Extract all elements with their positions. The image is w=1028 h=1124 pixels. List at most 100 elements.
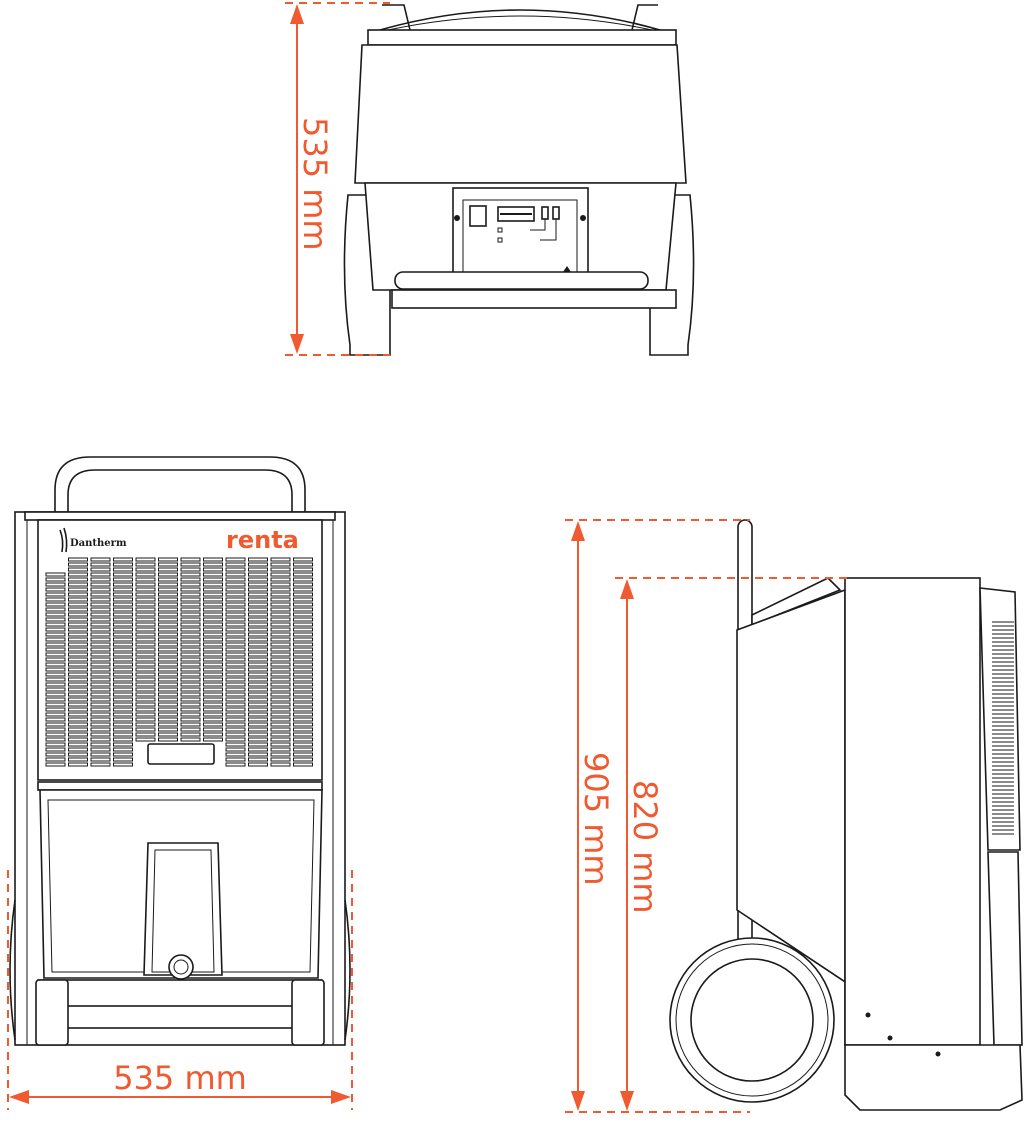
grille-slat (45, 617, 66, 622)
grille-slat (113, 577, 133, 582)
grille-slat (203, 607, 223, 612)
grille-slat (293, 557, 313, 562)
grille-slat (293, 587, 313, 592)
top-lid (354, 44, 687, 184)
grille-slat (248, 602, 268, 607)
grille-slat (68, 557, 88, 562)
grille-slat (90, 582, 111, 587)
grille-slat (90, 752, 111, 757)
grille-slat (270, 567, 291, 572)
grille-slat (158, 612, 178, 617)
grille-slat (248, 652, 268, 657)
grille-slat (225, 672, 246, 677)
grille-slat (68, 612, 88, 617)
grille-slat (248, 632, 268, 637)
grille-slat (113, 657, 133, 662)
grille-slat (270, 667, 291, 672)
grille-slat (248, 627, 268, 632)
grille-slat (203, 617, 223, 622)
grille-slat (158, 572, 178, 577)
grille-slat (225, 742, 246, 747)
grille-slat (270, 592, 291, 597)
grille-slat (68, 682, 88, 687)
grille-slat (203, 612, 223, 617)
grille-slat (293, 682, 313, 687)
grille-slat (293, 562, 313, 567)
grille-slat (270, 597, 291, 602)
grille-slat (203, 727, 223, 732)
grille-slat (180, 617, 201, 622)
width-dimension: 535 mm (7, 870, 353, 1110)
grille-slat (135, 567, 156, 572)
grille-slat (45, 657, 66, 662)
grille-slat (203, 737, 223, 742)
grille-slat (180, 562, 201, 567)
grille-slat (293, 592, 313, 597)
grille-slat (270, 727, 291, 732)
front-view: Dantherm renta (9, 456, 351, 1046)
grille-slat (113, 567, 133, 572)
grille-slat (203, 627, 223, 632)
grille-slat (45, 667, 66, 672)
grille-slat (68, 732, 88, 737)
grille-slat (90, 692, 111, 697)
grille-slat (45, 707, 66, 712)
grille-slat (225, 557, 246, 562)
grille-slat (180, 597, 201, 602)
grille-slat (180, 657, 201, 662)
grille-slat (68, 632, 88, 637)
grille-slat (90, 572, 111, 577)
grille-slat (68, 562, 88, 567)
grille-slat (68, 622, 88, 627)
grille-slat (203, 667, 223, 672)
grille-slat (45, 717, 66, 722)
grille-slat (180, 702, 201, 707)
grille-slat (45, 597, 66, 602)
arrow-right-icon (331, 1090, 351, 1104)
grille-slat (90, 612, 111, 617)
grille-slat (225, 612, 246, 617)
grille-slat (45, 677, 66, 682)
grille-slat (180, 577, 201, 582)
grille-slat (225, 667, 246, 672)
side-grille (992, 621, 1014, 835)
grille-slat (180, 567, 201, 572)
grille-slat (203, 572, 223, 577)
grille-slat (248, 762, 268, 767)
grille-slat (45, 662, 66, 667)
grille-slat (45, 692, 66, 697)
grille-slat (158, 722, 178, 727)
grille-slat (225, 757, 246, 762)
arrow-up-icon (620, 579, 634, 599)
grille-slat (68, 657, 88, 662)
grille-slat (45, 722, 66, 727)
grille-slat (225, 747, 246, 752)
grille-slat (293, 572, 313, 577)
grille-slat (135, 657, 156, 662)
grille-slat (293, 662, 313, 667)
grille-slat (45, 632, 66, 637)
grille-slat (248, 592, 268, 597)
grille-slat (270, 662, 291, 667)
grille-slat (158, 732, 178, 737)
grille-slat (158, 637, 178, 642)
grille-slat (225, 657, 246, 662)
grille-slat (225, 702, 246, 707)
grille-slat (270, 737, 291, 742)
grille-slat (270, 602, 291, 607)
grille-slat (135, 682, 156, 687)
grille-slat (90, 637, 111, 642)
grille-slat (135, 647, 156, 652)
grille-slat (90, 652, 111, 657)
grille-slat (293, 627, 313, 632)
grille-slat (45, 602, 66, 607)
grille-slat (248, 567, 268, 572)
grille-slat (248, 747, 268, 752)
grille-slat (45, 687, 66, 692)
grille-slat (225, 592, 246, 597)
grille-slat (135, 717, 156, 722)
grille-slat (113, 692, 133, 697)
grille-slat (68, 687, 88, 692)
dantherm-brand: Dantherm (70, 538, 127, 549)
grille-slat (293, 697, 313, 702)
